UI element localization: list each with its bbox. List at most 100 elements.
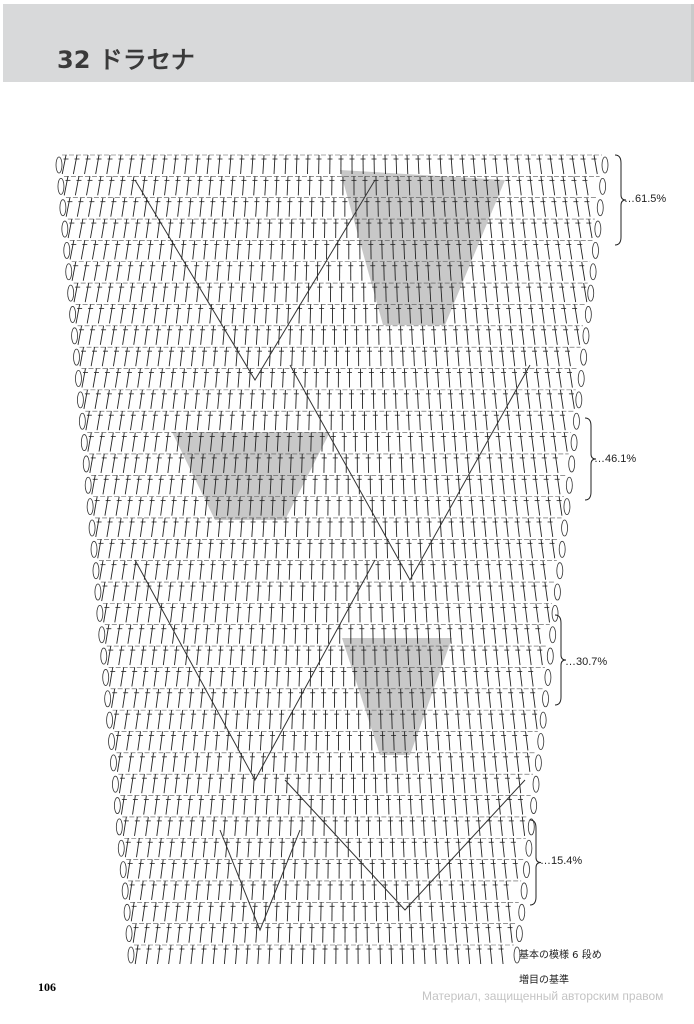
stitch	[517, 646, 521, 666]
turning-chain	[592, 242, 599, 259]
stitch	[463, 176, 466, 196]
stitch	[501, 710, 505, 730]
stitch	[80, 240, 86, 260]
stitch	[249, 261, 253, 281]
stitch	[459, 496, 463, 516]
stitch	[113, 710, 118, 730]
stitch	[519, 432, 524, 452]
stitch	[474, 902, 478, 922]
turning-chain	[115, 818, 123, 836]
v-divider	[134, 559, 376, 782]
stitch	[483, 752, 486, 772]
stitch	[398, 304, 400, 324]
stitch	[460, 624, 463, 644]
stitch	[453, 432, 457, 452]
stitch	[156, 816, 160, 836]
stitch	[250, 752, 253, 772]
stitch	[168, 218, 172, 239]
stitch	[534, 475, 539, 495]
stitch	[268, 219, 271, 239]
stitch	[524, 603, 528, 623]
stitch	[265, 667, 268, 687]
stitch	[189, 688, 193, 708]
stitch	[116, 624, 121, 644]
stitch	[153, 304, 158, 324]
stitch	[517, 283, 521, 303]
stitch	[500, 581, 504, 602]
stitch	[423, 944, 426, 965]
stitch	[448, 731, 451, 751]
stitch	[492, 496, 496, 516]
stitch	[224, 347, 227, 367]
turning-chain	[520, 882, 528, 900]
stitch	[154, 432, 158, 452]
stitch	[93, 496, 98, 516]
stitch	[132, 560, 137, 580]
turning-chain	[84, 476, 92, 494]
stitch	[400, 453, 403, 473]
turning-chain	[121, 882, 129, 900]
stitch	[175, 304, 180, 324]
stitch	[160, 859, 164, 879]
stitch	[476, 923, 480, 943]
stitch	[491, 240, 495, 260]
stitch	[273, 880, 276, 900]
stitch	[475, 432, 479, 452]
stitch	[509, 560, 513, 580]
stitch	[445, 944, 448, 965]
stitch	[85, 411, 90, 431]
stitch	[175, 902, 179, 922]
stitch	[426, 368, 428, 388]
stitch	[240, 646, 244, 666]
stitch	[517, 411, 522, 431]
stitch	[413, 838, 416, 858]
stitch	[257, 581, 260, 602]
stitch	[479, 710, 482, 730]
stitch	[534, 347, 538, 367]
stitch	[509, 197, 513, 217]
stitch	[175, 667, 180, 687]
stitch	[415, 731, 417, 751]
stitch	[138, 859, 142, 879]
stitch	[506, 283, 510, 303]
stitch	[484, 646, 488, 666]
stitch	[164, 902, 168, 922]
stitch	[527, 517, 531, 538]
stitch	[182, 859, 186, 879]
stitch	[175, 539, 179, 559]
stitch	[301, 219, 304, 239]
stitch	[405, 261, 407, 281]
stitch	[488, 688, 491, 708]
stitch	[187, 304, 191, 324]
stitch	[197, 774, 200, 794]
stitch	[292, 603, 295, 623]
stitch	[231, 304, 235, 324]
stitch	[459, 859, 463, 879]
stitch	[402, 347, 404, 367]
stitch	[508, 304, 512, 324]
stitch	[485, 176, 489, 196]
stitch	[397, 539, 400, 559]
stitch	[466, 325, 469, 345]
stitch	[244, 923, 247, 943]
stitch	[554, 325, 558, 345]
stitch	[470, 496, 474, 516]
stitch	[449, 389, 453, 409]
stitch	[497, 304, 501, 324]
stitch	[439, 517, 442, 538]
stitch	[189, 325, 193, 345]
stitch	[214, 838, 217, 858]
stitch	[140, 646, 145, 666]
stitch	[429, 411, 432, 431]
stitch	[209, 667, 213, 687]
stitch	[275, 774, 277, 794]
stitch	[170, 603, 174, 623]
stitch	[494, 752, 497, 772]
stitch	[422, 816, 425, 836]
turning-chain	[513, 946, 521, 964]
stitch	[438, 261, 441, 281]
stitch	[455, 325, 458, 345]
stitch	[185, 283, 189, 303]
stitch	[403, 603, 406, 623]
stitch	[109, 304, 114, 324]
